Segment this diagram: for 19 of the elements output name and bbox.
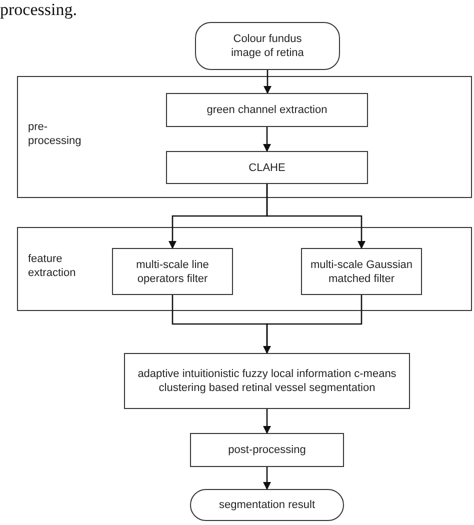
group-frame	[17, 76, 472, 198]
process-box: post-processing	[190, 433, 344, 467]
group-label: feature extraction	[28, 252, 77, 280]
caption-text: processing.	[0, 0, 77, 20]
arrow	[263, 127, 271, 152]
process-box: CLAHE	[166, 151, 368, 184]
group-label: pre- processing	[28, 120, 82, 148]
terminal-box: Colour fundus image of retina	[195, 22, 340, 70]
arrow	[263, 409, 271, 434]
process-box: multi-scale Gaussian matched filter	[301, 248, 422, 295]
process-box: adaptive intuitionistic fuzzy local information c-means clustering based retinal vessel segmentation	[124, 353, 410, 409]
arrow	[263, 295, 362, 354]
terminal-box: segmentation result	[190, 489, 344, 521]
process-box: multi-scale line operators filter	[112, 248, 233, 295]
arrow	[266, 184, 366, 249]
process-box: green channel extraction	[166, 93, 368, 127]
arrow	[264, 70, 272, 94]
group-frame	[17, 227, 472, 311]
arrow	[263, 467, 271, 490]
